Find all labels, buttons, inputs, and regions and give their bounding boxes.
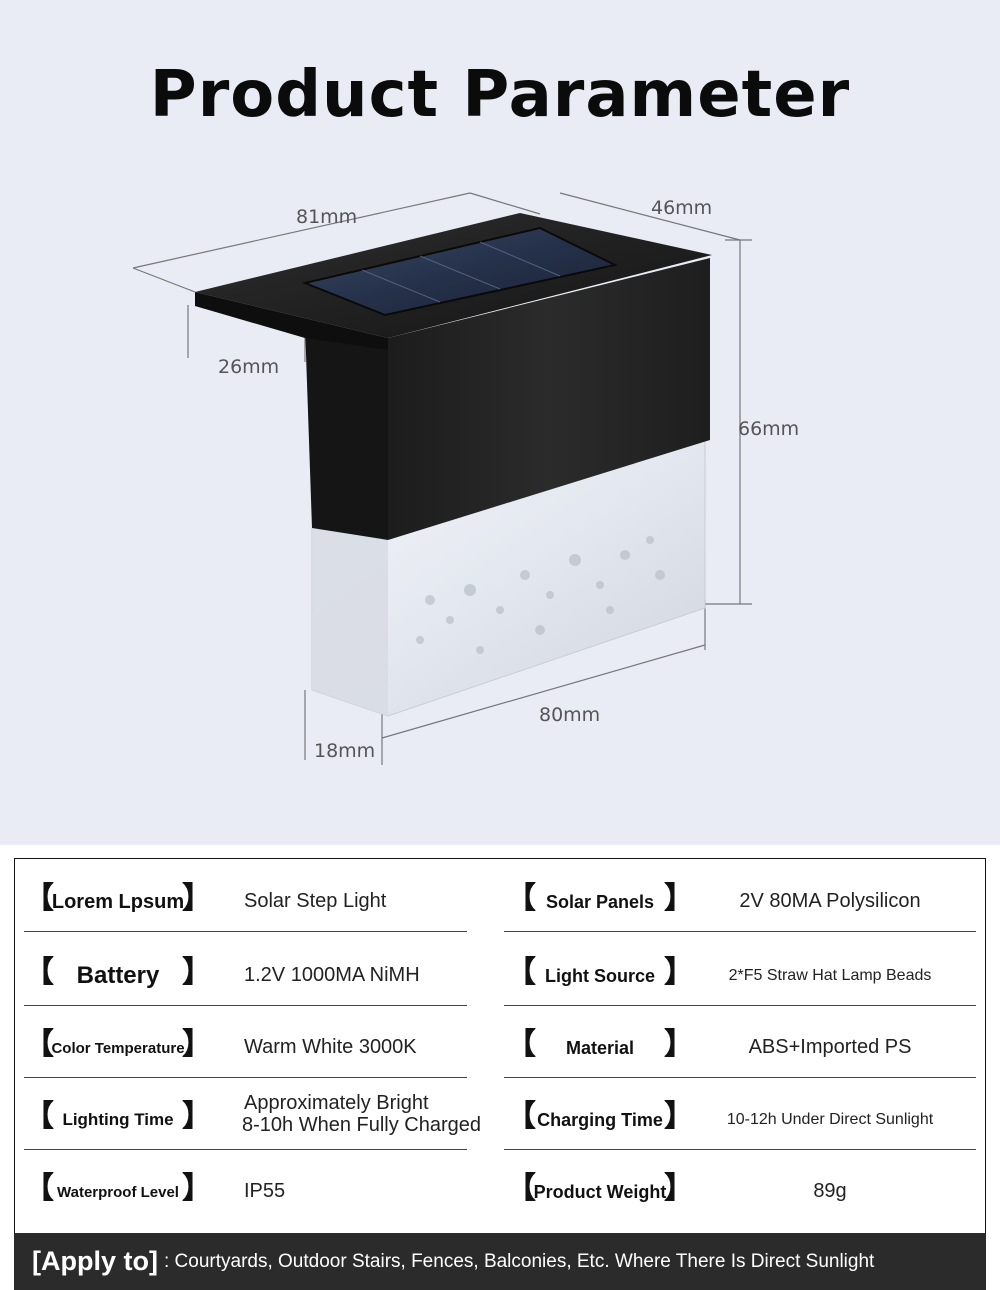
bracket-open: 【 <box>506 1099 536 1134</box>
bracket-open: 【 <box>506 881 536 916</box>
dim-depth: 46mm <box>651 197 713 219</box>
spec-label-text: Solar Panels <box>545 891 655 912</box>
spec-label-product-weight: 【Product Weight】 <box>506 1174 694 1210</box>
spec-value: 2*F5 Straw Hat Lamp Beads <box>728 967 932 984</box>
spec-label-text: Charging Time <box>537 1109 663 1130</box>
bracket-close: 】 <box>182 955 212 990</box>
spec-label-text: Lorem Lpsum <box>51 890 185 913</box>
spec-value: IP55 <box>244 1180 286 1202</box>
product-illustration <box>132 192 752 765</box>
bracket-close: 】 <box>664 1171 694 1206</box>
spec-table <box>14 858 986 1290</box>
bracket-open: 【 <box>24 1171 54 1206</box>
bracket-close: 】 <box>182 1027 212 1062</box>
row-divider <box>24 1005 467 1006</box>
dim-height: 66mm <box>738 418 800 440</box>
spec-label-waterproof-level: 【Waterproof Level】 <box>24 1174 212 1210</box>
spec-value: 2V 80MA Polysilicon <box>739 890 921 912</box>
dim-lip: 26mm <box>218 356 280 378</box>
bracket-close: 】 <box>664 881 694 916</box>
bracket-open: 【 <box>506 1027 536 1062</box>
row-divider <box>504 931 976 932</box>
spec-label-text: Color Temperature <box>51 1039 185 1057</box>
spec-label-material: 【 Material 】 <box>506 1030 694 1066</box>
spec-value: 89g <box>813 1180 847 1202</box>
spec-value: Warm White 3000K <box>244 1036 417 1058</box>
bracket-open: 【 <box>24 881 54 916</box>
spec-label-charging-time: 【Charging Time】 <box>506 1102 694 1138</box>
bracket-open: 【 <box>24 1027 54 1062</box>
spec-label-lorem-lpsum: 【Lorem Lpsum】 <box>24 884 212 920</box>
page-title: Product Parameter <box>149 58 851 132</box>
row-divider <box>24 931 467 932</box>
row-divider <box>504 1149 976 1150</box>
spec-label-text: Waterproof Level <box>57 1183 179 1201</box>
bracket-close: 】 <box>664 955 694 990</box>
spec-label-text: Light Source <box>544 965 655 986</box>
spec-value: 1.2V 1000MA NiMH <box>244 964 420 986</box>
spec-label-lighting-time: 【 Lighting Time 】 <box>24 1102 212 1138</box>
dim-top-width: 81mm <box>296 206 358 228</box>
bracket-open: 【 <box>24 1099 54 1134</box>
row-divider <box>24 1077 467 1078</box>
bracket-close: 】 <box>182 1099 212 1134</box>
spec-value-line2: 8-10h When Fully Charged <box>242 1114 482 1136</box>
bracket-close: 】 <box>664 1027 694 1062</box>
spec-label-light-source: 【 Light Source 】 <box>506 958 694 994</box>
apply-to-heading: [Apply to] <box>32 1246 158 1276</box>
row-divider <box>24 1149 467 1150</box>
product-diagram: 81mm 46mm 26mm 66mm 80mm 18mm <box>0 170 1000 790</box>
spec-value: 10-12h Under Direct Sunlight <box>726 1111 934 1128</box>
dim-thickness: 18mm <box>314 740 376 762</box>
bracket-close: 】 <box>182 881 212 916</box>
spec-label-color-temperature: 【Color Temperature】 <box>24 1030 212 1066</box>
spec-value: ABS+Imported PS <box>748 1036 912 1058</box>
spec-label-battery: 【 Battery 】 <box>24 958 212 994</box>
apply-to-bar: [Apply to] : Courtyards, Outdoor Stairs,… <box>14 1233 986 1290</box>
bracket-open: 【 <box>506 1171 536 1206</box>
dim-bottom-width: 80mm <box>539 704 601 726</box>
bracket-close: 】 <box>182 1171 212 1206</box>
row-divider <box>504 1077 976 1078</box>
spec-label-text: Product Weight <box>533 1181 667 1202</box>
spec-label-text: Battery <box>76 962 160 989</box>
bracket-close: 】 <box>664 1099 694 1134</box>
row-divider <box>504 1005 976 1006</box>
bracket-open: 【 <box>506 955 536 990</box>
apply-to-text: : Courtyards, Outdoor Stairs, Fences, Ba… <box>163 1250 875 1272</box>
spec-value-line1: Approximately Bright <box>244 1092 429 1114</box>
spec-label-text: Material <box>565 1037 635 1058</box>
bracket-open: 【 <box>24 955 54 990</box>
spec-label-text: Lighting Time <box>62 1110 174 1129</box>
spec-value: Solar Step Light <box>244 890 387 912</box>
spec-label-solar-panels: 【 Solar Panels 】 <box>506 884 694 920</box>
